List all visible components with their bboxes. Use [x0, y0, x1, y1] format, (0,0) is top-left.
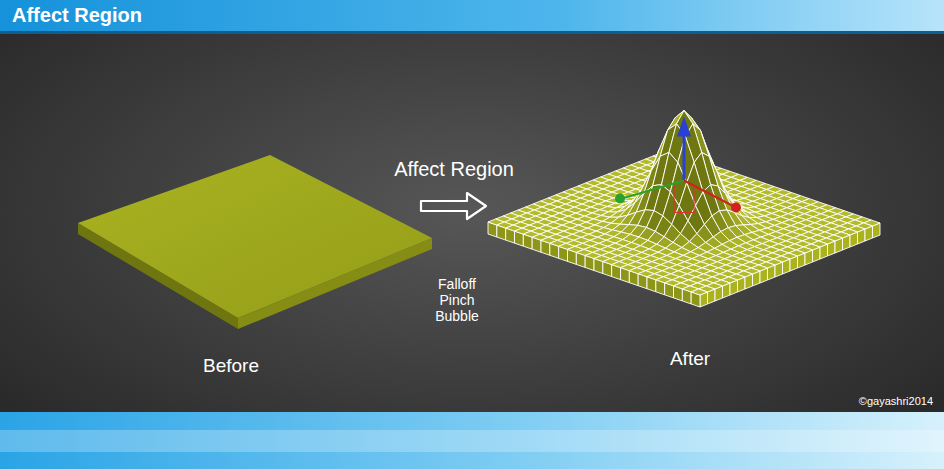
grid-cell: [732, 200, 748, 212]
before-label: Before: [203, 355, 259, 377]
bottom-bar: [0, 412, 944, 469]
title-bar: [0, 0, 944, 31]
gizmo-head: [615, 194, 625, 204]
arrow-label: Affect Region: [394, 158, 514, 181]
gizmo-head: [677, 117, 691, 137]
bottom-bar-band: [0, 430, 944, 452]
gizmo-head: [731, 203, 741, 213]
gizmo-axis: [674, 186, 694, 213]
gizmo-axis: [622, 181, 684, 199]
watermark: ©gayashri2014: [859, 395, 933, 408]
after-label: After: [670, 348, 710, 370]
title-text: Affect Region: [12, 4, 142, 27]
gizmo-axis: [684, 181, 734, 207]
parameter-list: Falloff Pinch Bubble: [435, 276, 479, 324]
transform-arrow: [421, 193, 486, 219]
title-bar-edge: [0, 31, 944, 34]
grid-cell: [691, 289, 707, 295]
plate-top: [78, 155, 432, 318]
deformed-plate: [488, 111, 880, 308]
